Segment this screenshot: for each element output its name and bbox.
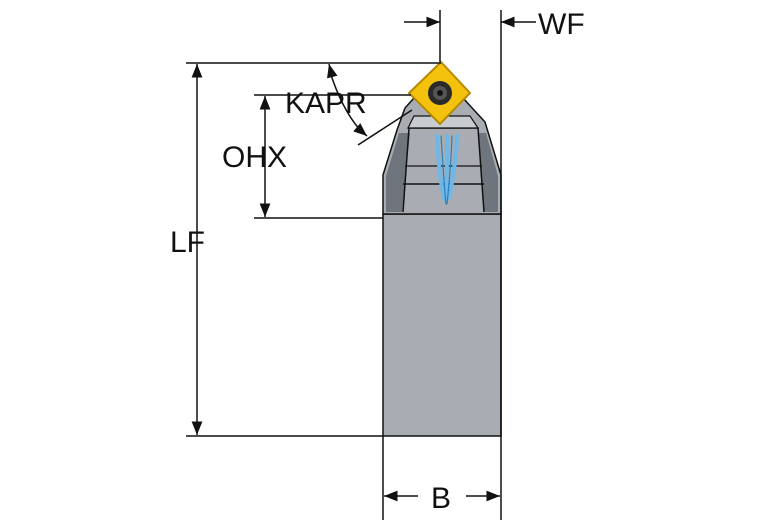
label-ohx: OHX: [222, 141, 287, 174]
label-kapr: KAPR: [285, 87, 367, 120]
coolant-channels: [435, 134, 459, 205]
dimension-lines: [186, 10, 536, 520]
label-wf: WF: [538, 8, 585, 41]
label-b: B: [431, 482, 451, 515]
tool-holder: [382, 87, 502, 437]
label-lf: LF: [170, 226, 205, 259]
shank: [382, 213, 502, 437]
insert: [407, 60, 472, 126]
